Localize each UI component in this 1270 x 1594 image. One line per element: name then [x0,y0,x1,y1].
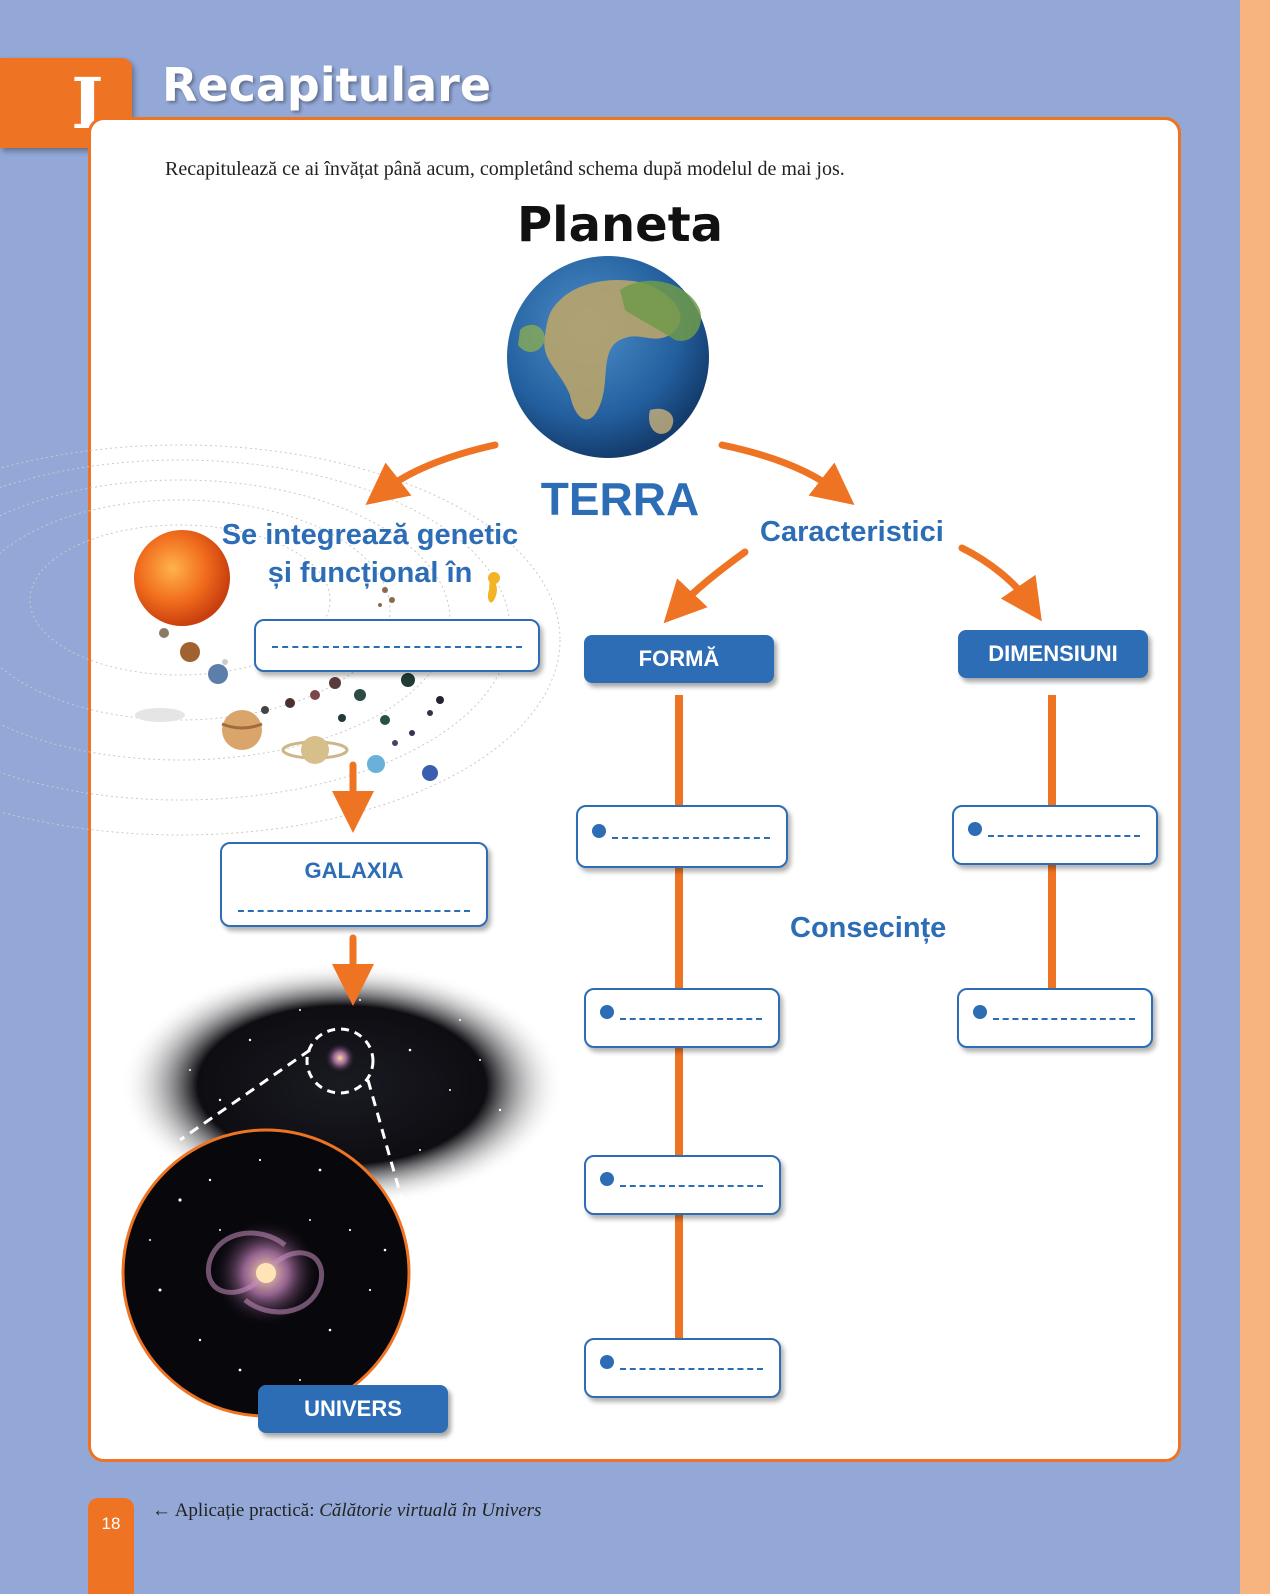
blank-line [988,835,1140,837]
integration-label-line-1: Se integrează genetic [221,519,519,551]
link-title: Călătorie virtuală în Univers [319,1500,542,1521]
terra-label: TERRA [540,473,700,525]
blank-line [993,1018,1135,1020]
diagram-heading: Planeta [516,197,724,253]
back-arrow-icon: ← [152,1500,171,1521]
blank-line [612,836,770,839]
bullet-icon [600,1172,614,1186]
univers-tag: UNIVERS [258,1385,448,1433]
bullet-icon [973,1005,987,1019]
integration-label-line-2: și funcțional în [267,557,473,589]
right-edge-strip [1240,0,1270,1594]
bullet-icon [592,823,606,838]
zoomed-spiral-galaxy-image [121,1128,411,1418]
blank-line [272,645,522,648]
bullet-icon [600,1355,614,1369]
dimensiuni-answer-box-2[interactable] [957,988,1153,1048]
consequences-label: Consecințe [790,912,947,944]
blank-line [620,1185,763,1187]
dimensiuni-tag: DIMENSIUNI [958,630,1148,678]
earth-globe [507,256,709,458]
galaxy-answer-box[interactable]: GALAXIA [220,842,488,927]
forma-answer-box-4[interactable] [584,1338,781,1398]
characteristics-label: Caracteristici [760,516,944,548]
galaxy-label: GALAXIA [304,858,404,883]
blank-line [238,910,470,912]
bullet-icon [968,822,982,836]
forma-answer-box-2[interactable] [584,988,780,1048]
chapter-title: Recapitulare [162,58,492,112]
integration-label: Se integrează genetic și funcțional în [205,516,535,592]
instruction-text: Recapitulează ce ai învățat până acum, c… [165,158,845,180]
page-number-tab: 18 [88,1498,134,1594]
page-number: 18 [101,1514,121,1533]
bullet-icon [600,1005,614,1019]
connector-arrows [332,441,1042,1006]
solar-system-answer-box[interactable] [254,619,540,672]
blank-line [620,1368,763,1370]
blank-line [620,1018,762,1020]
link-prefix: Aplicație practică: [174,1500,315,1521]
practical-application-link[interactable]: ← Aplicație practică: Călătorie virtuală… [152,1500,541,1522]
dimensiuni-answer-box-1[interactable] [952,805,1158,865]
forma-tag: FORMĂ [584,635,774,683]
forma-answer-box-3[interactable] [584,1155,781,1215]
solar-system-illustration [0,444,561,836]
forma-answer-box-1[interactable] [576,805,788,868]
